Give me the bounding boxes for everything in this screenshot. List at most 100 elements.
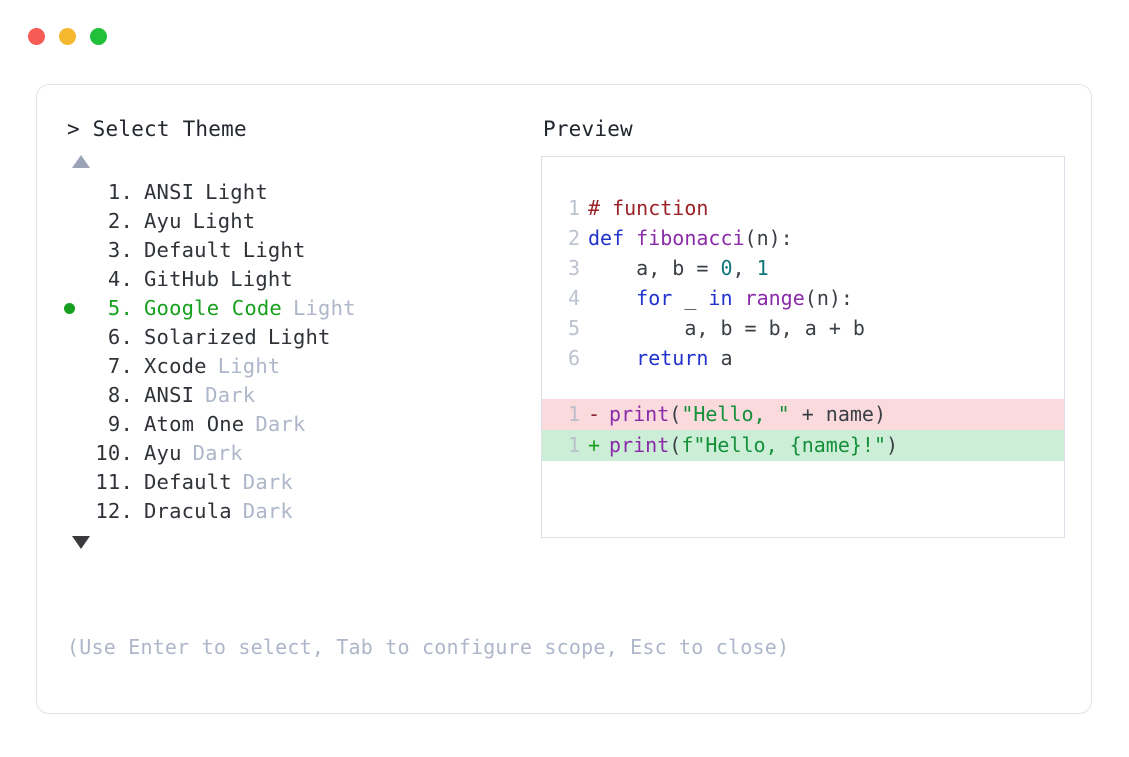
code-line-number: 5 xyxy=(567,316,580,340)
code-token: fibonacci xyxy=(636,226,745,250)
code-token: in xyxy=(708,286,733,310)
diff-sign: + xyxy=(588,433,601,457)
code-token: a, b = xyxy=(588,256,721,280)
diff-line-number: 1 xyxy=(567,433,580,457)
maximize-window-button[interactable] xyxy=(90,28,107,45)
code-token: def xyxy=(588,226,637,250)
code-token: ) xyxy=(886,433,899,457)
theme-item-number: 1. xyxy=(107,180,133,204)
code-line: 6 return a xyxy=(542,343,1064,373)
code-line-text: # function xyxy=(588,193,708,223)
code-token: f"Hello, {name}!" xyxy=(681,433,887,457)
code-token: a, b = b, a + b xyxy=(588,316,865,340)
theme-item-variant: Light xyxy=(242,238,306,262)
theme-item-variant: Light xyxy=(192,209,256,233)
theme-item-name: Solarized xyxy=(144,325,257,349)
code-line-text: a, b = b, a + b xyxy=(588,313,865,343)
theme-item-variant: Light xyxy=(205,180,268,204)
code-token: , xyxy=(732,256,757,280)
minimize-window-button[interactable] xyxy=(59,28,76,45)
theme-list-item[interactable]: 12. Dracula Dark xyxy=(63,497,541,526)
theme-item-variant: Light xyxy=(230,267,293,291)
selection-bullet-slot xyxy=(63,303,87,314)
theme-item-name: Google Code xyxy=(144,296,282,320)
theme-item-variant: Light xyxy=(217,354,281,378)
code-token: a xyxy=(708,346,733,370)
theme-item-number: 12. xyxy=(95,499,133,523)
code-token xyxy=(588,286,636,310)
theme-item-number: 2. xyxy=(107,209,133,233)
diff-line-number: 1 xyxy=(567,402,580,426)
theme-item-variant: Light xyxy=(267,325,331,349)
code-token: return xyxy=(636,346,709,370)
theme-item-variant: Dark xyxy=(192,441,243,465)
code-token: "Hello, " xyxy=(681,402,790,426)
theme-list-item[interactable]: 6. Solarized Light xyxy=(63,323,541,352)
theme-item-name: Ayu xyxy=(144,209,182,233)
page-title: > Select Theme xyxy=(67,117,247,141)
theme-list-item[interactable]: 1. ANSI Light xyxy=(63,178,541,207)
theme-list-item[interactable]: 11. Default Dark xyxy=(63,468,541,497)
preview-label: Preview xyxy=(543,117,633,141)
theme-item-variant: Light xyxy=(292,296,356,320)
theme-item-variant: Dark xyxy=(242,470,293,494)
scroll-down-arrow-icon[interactable] xyxy=(72,536,90,549)
code-line-number: 1 xyxy=(567,196,580,220)
code-line-number: 3 xyxy=(567,256,580,280)
theme-item-number: 10. xyxy=(95,441,133,465)
selected-bullet-icon xyxy=(64,303,75,314)
window-titlebar xyxy=(28,28,107,45)
diff-line-text: print(f"Hello, {name}!") xyxy=(609,430,898,461)
theme-item-number: 11. xyxy=(95,470,133,494)
theme-item-number: 4. xyxy=(107,267,133,291)
theme-item-name: Dracula xyxy=(144,499,232,523)
code-line-text: a, b = 0, 1 xyxy=(588,253,768,283)
theme-item-variant: Dark xyxy=(205,383,256,407)
theme-item-name: Default xyxy=(144,238,232,262)
close-window-button[interactable] xyxy=(28,28,45,45)
code-token: range xyxy=(744,286,805,310)
code-line-text: def fibonacci(n): xyxy=(588,223,793,253)
theme-item-number: 3. xyxy=(107,238,133,262)
code-token: (n): xyxy=(744,226,793,250)
theme-item-name: Default xyxy=(144,470,232,494)
theme-list-item[interactable]: 2. Ayu Light xyxy=(63,207,541,236)
code-line: 1 # function xyxy=(542,193,1064,223)
code-token xyxy=(588,346,636,370)
code-token: print xyxy=(609,433,670,457)
code-token: 0 xyxy=(720,256,733,280)
code-token: (n): xyxy=(804,286,853,310)
code-token: ( xyxy=(669,402,682,426)
code-token: print xyxy=(609,402,670,426)
theme-item-name: Atom One xyxy=(144,412,245,436)
theme-item-name: Xcode xyxy=(144,354,207,378)
theme-item-number: 6. xyxy=(107,325,133,349)
theme-item-name: ANSI xyxy=(144,383,195,407)
theme-item-name: ANSI xyxy=(144,180,195,204)
code-token: # function xyxy=(588,196,709,220)
code-blank-line xyxy=(542,373,1064,399)
code-line-text: for _ in range(n): xyxy=(588,283,853,313)
theme-item-variant: Dark xyxy=(242,499,293,523)
theme-list-item[interactable]: 3. Default Light xyxy=(63,236,541,265)
code-token xyxy=(733,286,745,310)
scroll-up-arrow-icon[interactable] xyxy=(72,155,90,168)
code-line: 4 for _ in range(n): xyxy=(542,283,1064,313)
diff-line-text: print("Hello, " + name) xyxy=(609,399,886,430)
theme-item-number: 9. xyxy=(107,412,133,436)
code-token: + name) xyxy=(789,402,887,426)
code-token: _ xyxy=(672,286,709,310)
